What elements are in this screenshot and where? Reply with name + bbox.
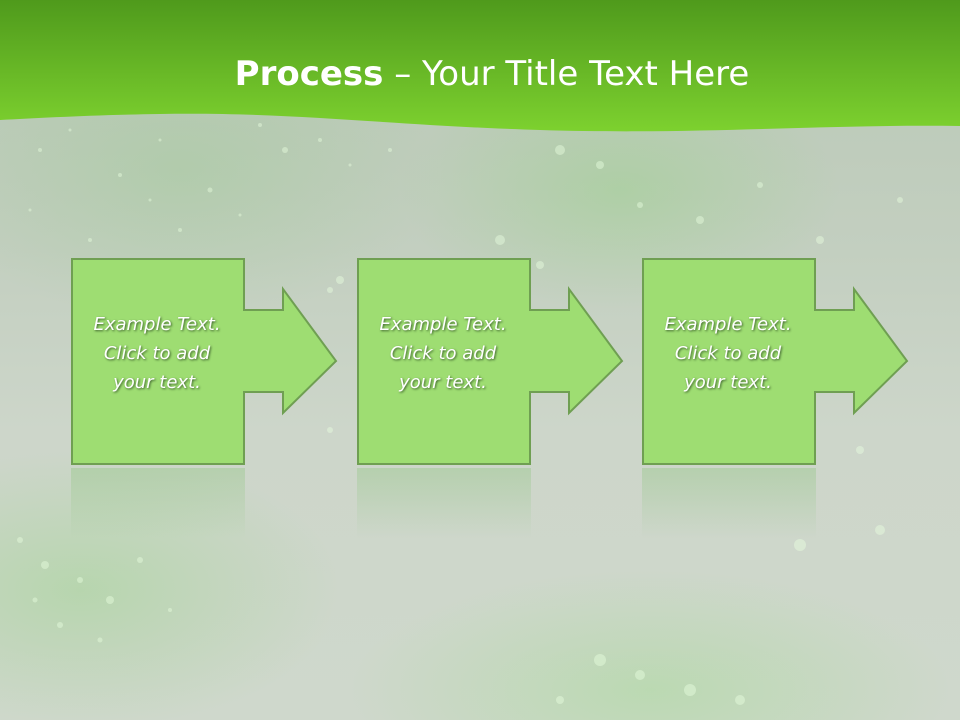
page-title: Process – Your Title Text Here (0, 52, 960, 96)
step-text-line: Example Text. (379, 314, 507, 335)
step-text-line: Click to add (103, 343, 211, 364)
step-text-line: Click to add (674, 343, 782, 364)
step-reflection (642, 468, 816, 538)
step-text-line: Example Text. (93, 314, 221, 335)
step-reflection (357, 468, 531, 538)
process-step-2[interactable]: Example Text. Click to add your text. (357, 258, 624, 465)
step-text-line: Example Text. (664, 314, 792, 335)
title-rest: Your Title Text Here (422, 54, 750, 94)
title-strong: Process (234, 54, 384, 94)
step-arrow-shape (357, 258, 624, 465)
step-text-line: your text. (399, 372, 487, 393)
step-text-line: your text. (113, 372, 201, 393)
process-step-3[interactable]: Example Text. Click to add your text. (642, 258, 909, 465)
process-step-1[interactable]: Example Text. Click to add your text. (71, 258, 338, 465)
step-text: Example Text. Click to add your text. (357, 310, 529, 397)
step-text-line: Click to add (389, 343, 497, 364)
step-arrow-shape (642, 258, 909, 465)
step-text: Example Text. Click to add your text. (642, 310, 814, 397)
step-text-line: your text. (684, 372, 772, 393)
title-banner (0, 0, 960, 132)
step-reflection (71, 468, 245, 538)
title-separator: – (383, 54, 423, 94)
step-text: Example Text. Click to add your text. (71, 310, 243, 397)
step-arrow-shape (71, 258, 338, 465)
